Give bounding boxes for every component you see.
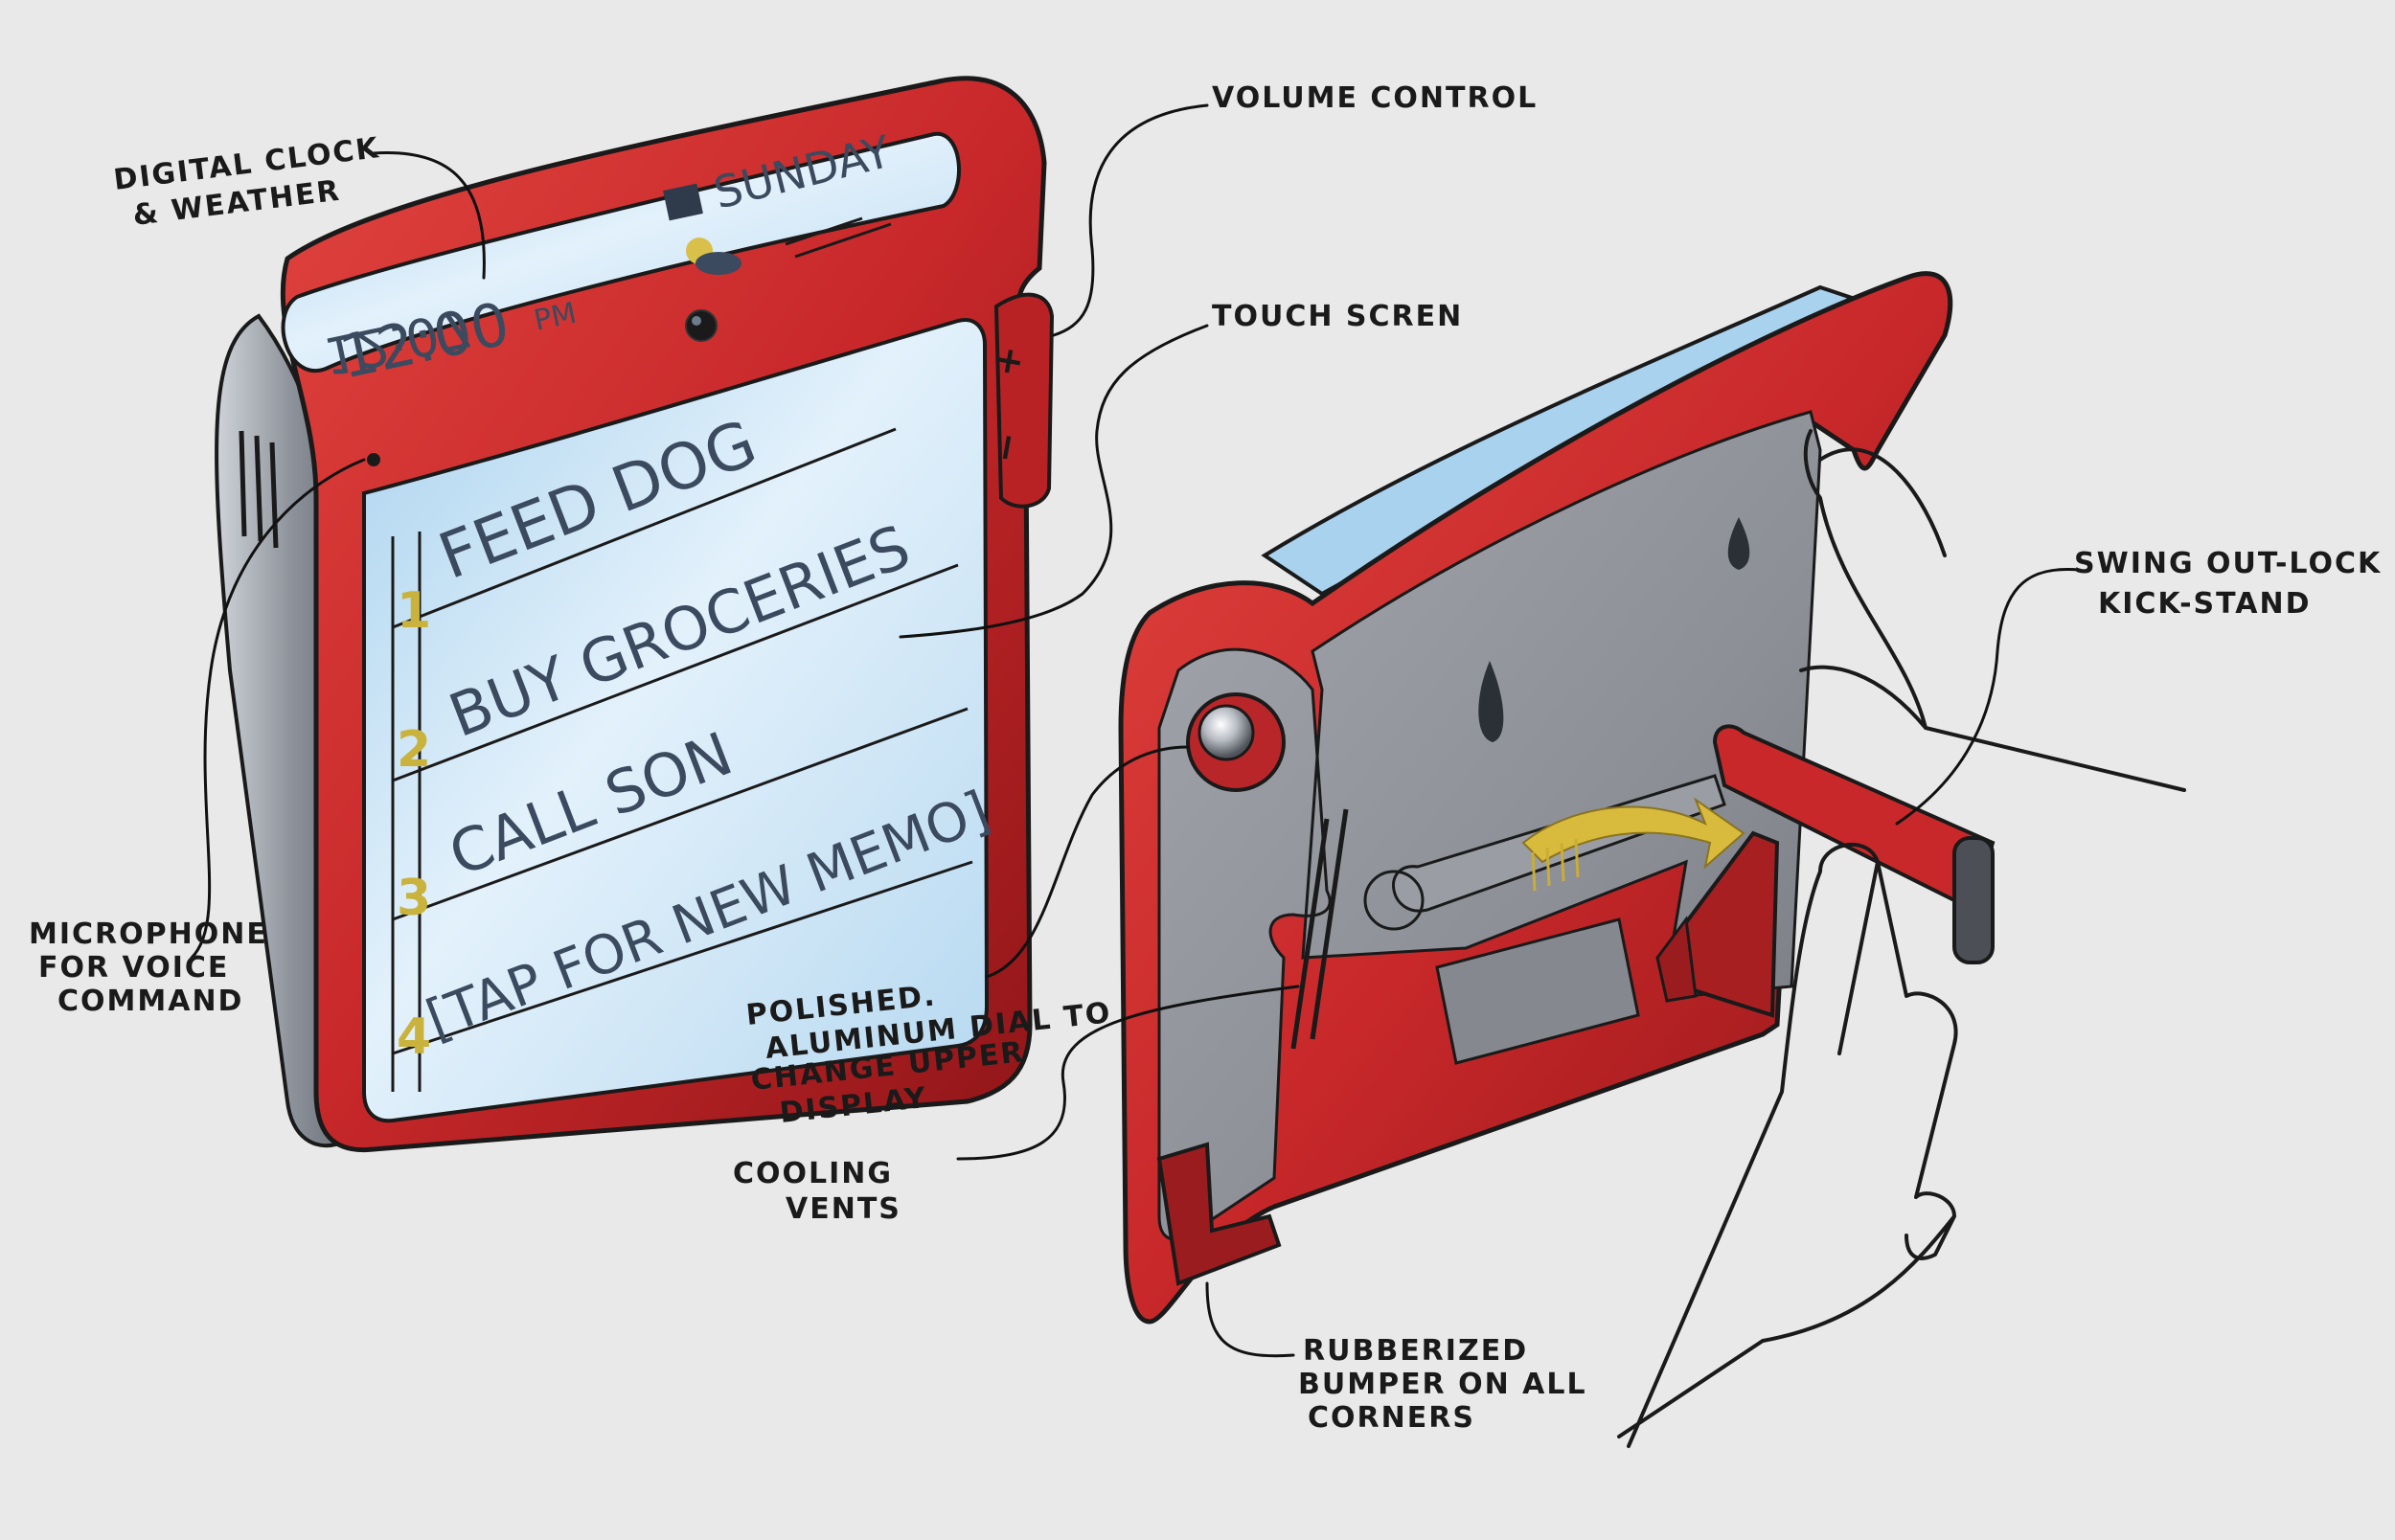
callout-volume-line1: VOLUME CONTROL	[1212, 81, 1538, 115]
callout-microphone-line2: FOR VOICE	[38, 951, 229, 985]
memo-number-4: 4	[397, 1008, 431, 1066]
callout-microphone: MICROPHONE FOR VOICE COMMAND	[29, 917, 268, 1018]
callout-leaders	[190, 103, 2081, 1358]
rubber-corner-bottom-left	[1156, 1142, 1282, 1286]
hand-lower-outline	[1617, 843, 1958, 1448]
memo-number-1: 1	[397, 582, 431, 640]
callout-volume: VOLUME CONTROL	[1212, 81, 1538, 115]
kickstand-foot	[1952, 836, 1995, 964]
leader-vents	[956, 985, 1300, 1161]
volume-rocker[interactable]	[993, 292, 1055, 509]
microphone-icon	[367, 453, 380, 466]
callout-dial: POLISHED. ALUMINUM DIAL TO CHANGE UPPER …	[744, 979, 1113, 1130]
volume-minus-label: −	[983, 429, 1030, 466]
leader-clock	[372, 151, 486, 280]
callout-bumper: RUBBERIZED BUMPER ON ALL CORNERS	[1298, 1334, 1587, 1435]
aluminum-dial[interactable]	[1186, 692, 1286, 792]
callout-bumper-line3: CORNERS	[1308, 1401, 1475, 1435]
memo-number-3: 3	[397, 870, 431, 927]
weather-lines	[785, 216, 892, 259]
callout-vents-line2: VENTS	[786, 1192, 901, 1226]
callout-touch-line1: TOUCH SCREN	[1212, 300, 1463, 333]
callout-bumper-line1: RUBBERIZED	[1303, 1334, 1528, 1368]
battery-panel	[1435, 917, 1640, 1065]
leader-microphone	[190, 458, 366, 960]
memo-number-2: 2	[397, 721, 431, 779]
swing-arrow-icon	[1521, 797, 1745, 870]
leader-touch	[899, 324, 1209, 639]
back-device	[1118, 271, 2186, 1448]
callout-microphone-line3: COMMAND	[57, 985, 243, 1018]
weather-icon	[686, 238, 741, 275]
swing-arrow-hatch	[1531, 838, 1580, 892]
callout-clock: DIGITAL CLOCK & WEATHER	[112, 131, 382, 233]
front-camera	[685, 309, 718, 342]
volume-plus-label: +	[985, 343, 1032, 380]
callout-bumper-line2: BUMPER ON ALL	[1298, 1368, 1587, 1401]
calendar-icon	[663, 183, 703, 221]
top-display	[281, 131, 961, 374]
callout-vents-line1: COOLING	[733, 1157, 893, 1190]
callout-kickstand: SWING OUT-LOCK KICK-STAND	[2074, 547, 2382, 621]
cooling-vents	[1290, 808, 1349, 1050]
side-speaker-grille	[239, 430, 279, 549]
callout-vents: COOLING VENTS	[733, 1157, 901, 1226]
leader-volume	[1052, 103, 1209, 337]
hand-upper-outline	[1799, 429, 2186, 792]
front-device: + −	[215, 76, 1055, 1153]
leader-dial	[985, 745, 1190, 979]
rubber-corner-mid	[1655, 916, 1698, 1003]
leader-kickstand	[1895, 567, 2081, 826]
drop-icon-upper	[1727, 517, 1750, 570]
touch-screen[interactable]	[362, 318, 990, 1123]
callout-kickstand-line1: SWING OUT-LOCK	[2074, 547, 2382, 580]
leader-bumper	[1205, 1281, 1295, 1358]
callout-microphone-line1: MICROPHONE	[29, 917, 268, 951]
memo-dividers	[391, 427, 973, 1092]
callout-kickstand-line2: KICK-STAND	[2098, 587, 2312, 621]
drop-icon-lower	[1478, 661, 1504, 742]
callout-touch: TOUCH SCREN	[1212, 300, 1463, 333]
